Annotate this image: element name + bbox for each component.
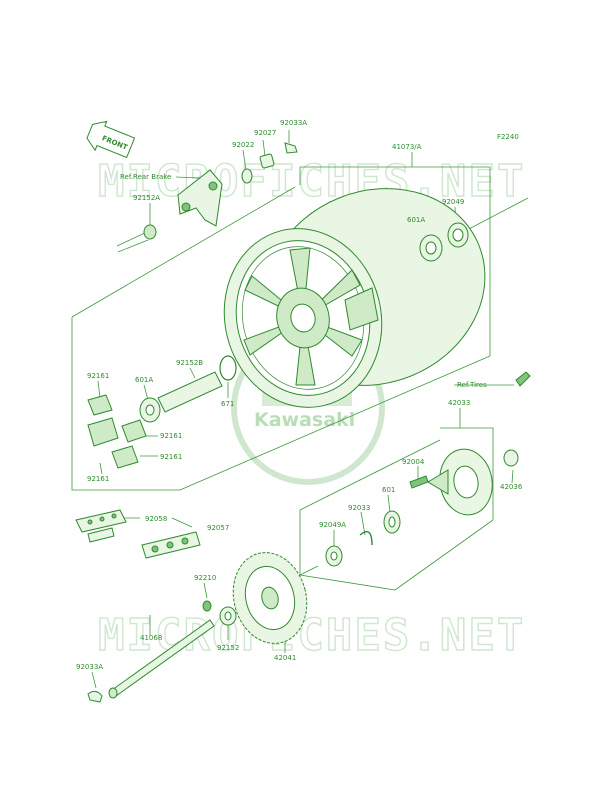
- label-ref-tires: Ref.Tires: [457, 381, 487, 389]
- figure-code: F2240: [497, 133, 519, 141]
- label-92057: 92057: [207, 524, 229, 532]
- label-92161-bottom: 92161: [87, 475, 109, 483]
- label-ref-rear-brake: Ref.Rear Brake: [120, 173, 171, 181]
- label-601a-left: 601A: [135, 376, 153, 384]
- label-92033a-top: 92033A: [280, 119, 307, 127]
- rear-sprocket: [232, 552, 308, 644]
- label-42033: 42033: [448, 399, 470, 407]
- label-92152a: 92152A: [133, 194, 160, 202]
- part-labels: 92033A 92027 92022 41073/A Ref.Rear Brak…: [76, 119, 523, 671]
- tire-valve: [515, 371, 531, 387]
- drive-chain: [75, 509, 201, 559]
- label-42041: 42041: [274, 654, 296, 662]
- watermark-top: MICROFICHES.NET: [98, 156, 525, 207]
- label-601: 601: [382, 486, 395, 494]
- label-42036: 42036: [500, 483, 523, 491]
- svg-text:Kawasaki: Kawasaki: [254, 409, 355, 431]
- label-92033a-bottom: 92033A: [76, 663, 103, 671]
- upper-parts: [143, 142, 469, 262]
- label-92022: 92022: [232, 141, 254, 149]
- label-41068: 41068: [140, 634, 162, 642]
- axle-parts: [87, 600, 237, 703]
- rear-hub: [325, 448, 519, 567]
- label-92004: 92004: [402, 458, 425, 466]
- label-92152b: 92152B: [176, 359, 203, 367]
- label-671: 671: [221, 400, 234, 408]
- label-92049: 92049: [442, 198, 464, 206]
- label-92161-b: 92161: [160, 453, 182, 461]
- label-601a-right: 601A: [407, 216, 425, 224]
- label-92210: 92210: [194, 574, 216, 582]
- damper-parts: [87, 355, 237, 469]
- label-92058: 92058: [145, 515, 167, 523]
- label-92049a: 92049A: [319, 521, 346, 529]
- label-92027: 92027: [254, 129, 276, 137]
- hub-assembly-box: [299, 427, 494, 591]
- label-92152: 92152: [217, 644, 239, 652]
- label-92161-left: 92161: [87, 372, 109, 380]
- label-41073a: 41073/A: [392, 143, 422, 151]
- wheel-assembly-box: [71, 166, 491, 491]
- label-92033: 92033: [348, 504, 370, 512]
- front-arrow-icon: FRONT: [86, 120, 136, 159]
- label-92161-a: 92161: [160, 432, 182, 440]
